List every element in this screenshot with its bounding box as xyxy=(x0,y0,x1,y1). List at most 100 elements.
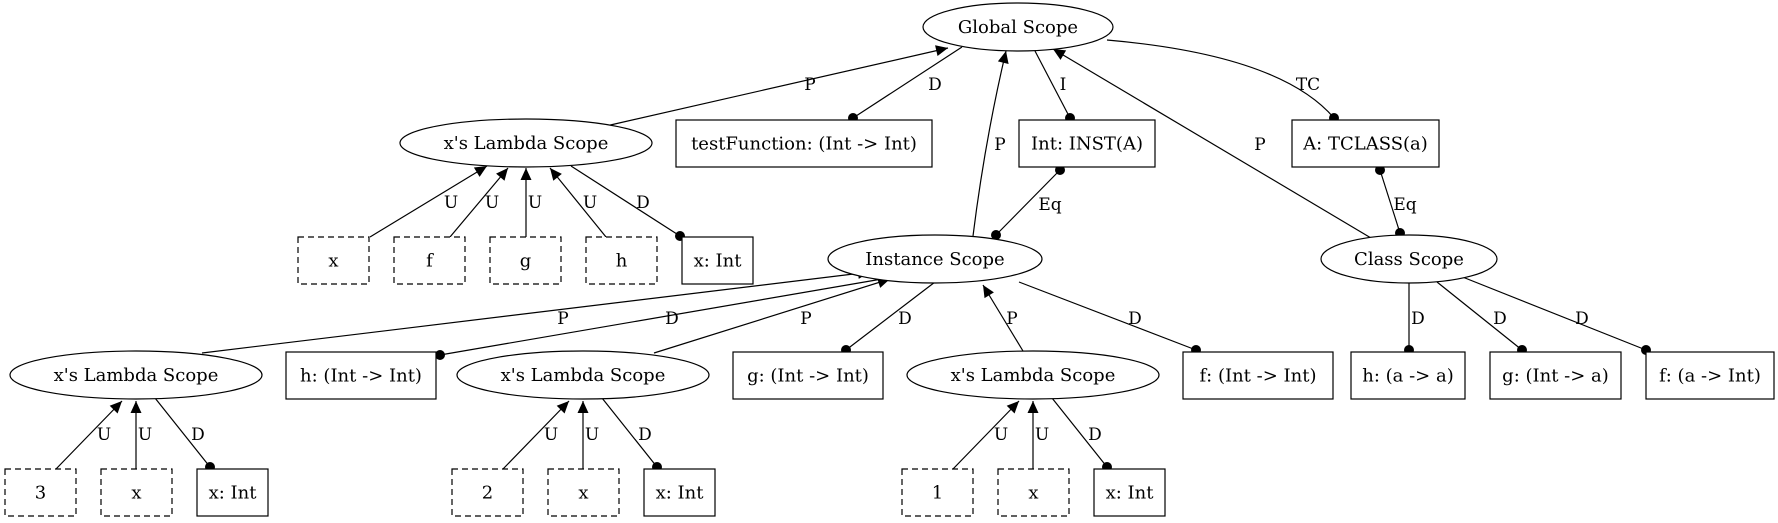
edge-label: P xyxy=(1006,309,1017,329)
node-box xyxy=(393,236,466,285)
edge-label: U xyxy=(1035,425,1049,445)
edge-line xyxy=(653,278,891,354)
node-lambda-3: x's Lambda Scope xyxy=(906,350,1160,400)
node-class: Class Scope xyxy=(1320,234,1498,284)
node-instance: Instance Scope xyxy=(827,234,1043,284)
edge-label: U xyxy=(485,193,499,213)
node-box xyxy=(681,236,754,285)
edge-line xyxy=(1018,281,1197,351)
node-u-1: 1 xyxy=(901,468,974,517)
node-testfn: testFunction: (Int -> Int) xyxy=(675,119,933,168)
edge-label: U xyxy=(544,425,558,445)
edge-line xyxy=(1051,397,1108,468)
edge-class-to-global: P xyxy=(1052,48,1372,239)
edge-u-3-to-lambda-1: U xyxy=(55,400,123,470)
edge-line xyxy=(439,278,883,356)
node-box xyxy=(1018,119,1156,168)
edge-line xyxy=(201,271,871,354)
arrowhead xyxy=(1027,401,1039,413)
node-u-x-3: x xyxy=(997,468,1070,517)
node-label: testFunction: (Int -> Int) xyxy=(691,134,917,155)
arrowhead xyxy=(496,168,508,181)
edge-line xyxy=(154,397,211,468)
node-box xyxy=(451,468,524,517)
node-box xyxy=(285,351,437,400)
node-label: x's Lambda Scope xyxy=(54,365,219,386)
edge-class-to-h-a: D xyxy=(1404,283,1425,355)
edge-global-to-a-tclass: TC xyxy=(1106,39,1339,123)
arrowhead xyxy=(983,285,994,299)
node-u-g-top: g xyxy=(489,236,562,285)
edge-label: P xyxy=(994,135,1005,155)
node-lambda-1: x's Lambda Scope xyxy=(9,350,263,400)
edge-instance-to-f-int: D xyxy=(1018,281,1201,355)
node-label: Global Scope xyxy=(958,17,1078,38)
node-label: h: (Int -> Int) xyxy=(300,366,422,387)
edge-line xyxy=(502,400,570,470)
edge-u-x-1-to-lambda-1: U xyxy=(130,401,152,469)
node-box xyxy=(643,468,716,517)
edge-a-tclass-to-class: Eq xyxy=(1375,165,1417,238)
node-box xyxy=(1182,351,1334,400)
node-box xyxy=(901,468,974,517)
node-int-inst: Int: INST(A) xyxy=(1018,119,1156,168)
edge-global-to-int-inst: I xyxy=(1034,50,1075,123)
node-label: x's Lambda Scope xyxy=(501,365,666,386)
edge-line xyxy=(972,50,1007,237)
node-label: x: Int xyxy=(209,483,258,504)
arrowhead xyxy=(130,401,142,413)
node-label: g xyxy=(520,251,532,272)
node-u-x-top: x xyxy=(297,236,370,285)
edge-line xyxy=(449,167,509,238)
edge-label: U xyxy=(585,425,599,445)
edge-lambda-2-to-d-xint-2: D xyxy=(601,397,662,472)
edge-u-1-to-lambda-3: U xyxy=(952,400,1020,470)
arrowhead xyxy=(473,166,487,177)
edge-label: Eq xyxy=(1393,195,1416,215)
node-label: g: (Int -> Int) xyxy=(747,366,869,387)
node-box xyxy=(196,468,269,517)
node-g-a: g: (Int -> a) xyxy=(1489,351,1622,400)
edge-instance-to-g-int: D xyxy=(841,281,936,355)
node-ellipse xyxy=(922,2,1114,52)
node-label: Class Scope xyxy=(1354,249,1464,270)
edge-label: I xyxy=(1060,75,1067,95)
edge-line xyxy=(55,400,123,470)
node-box xyxy=(547,468,620,517)
edge-label: P xyxy=(804,75,815,95)
edge-line xyxy=(570,165,681,237)
edge-dot xyxy=(991,230,1001,240)
edge-class-to-g-a: D xyxy=(1436,281,1527,355)
node-u-h-top: h xyxy=(585,236,658,285)
edge-u-h-top-to-lambda-top: U xyxy=(549,167,607,238)
node-h-a: h: (a -> a) xyxy=(1350,351,1466,400)
node-label: x's Lambda Scope xyxy=(951,365,1116,386)
edge-int-inst-to-instance: Eq xyxy=(991,165,1065,240)
arrowhead xyxy=(520,168,532,180)
edge-lambda-top-to-global: P xyxy=(605,45,949,127)
node-label: x xyxy=(328,251,338,272)
node-u-2: 2 xyxy=(451,468,524,517)
edge-label: D xyxy=(665,309,679,329)
edge-instance-to-global: P xyxy=(972,50,1009,237)
node-box xyxy=(675,119,933,168)
node-label: x: Int xyxy=(694,251,743,272)
node-a-tclass: A: TCLASS(a) xyxy=(1291,119,1440,168)
edge-label: P xyxy=(557,309,568,329)
node-box xyxy=(1489,351,1622,400)
edge-label: U xyxy=(994,425,1008,445)
node-d-xint-2: x: Int xyxy=(643,468,716,517)
node-label: g: (Int -> a) xyxy=(1502,366,1609,387)
node-label: x xyxy=(1028,483,1038,504)
arrowhead xyxy=(556,401,569,414)
node-box xyxy=(4,468,77,517)
node-label: h: (a -> a) xyxy=(1362,366,1454,387)
edge-line xyxy=(1052,48,1372,239)
node-u-3: 3 xyxy=(4,468,77,517)
edge-u-2-to-lambda-2: U xyxy=(502,400,570,470)
arrowhead xyxy=(109,401,122,414)
node-box xyxy=(1645,351,1775,400)
edge-lambda-2-to-instance: P xyxy=(653,277,891,354)
edge-label: D xyxy=(898,309,912,329)
